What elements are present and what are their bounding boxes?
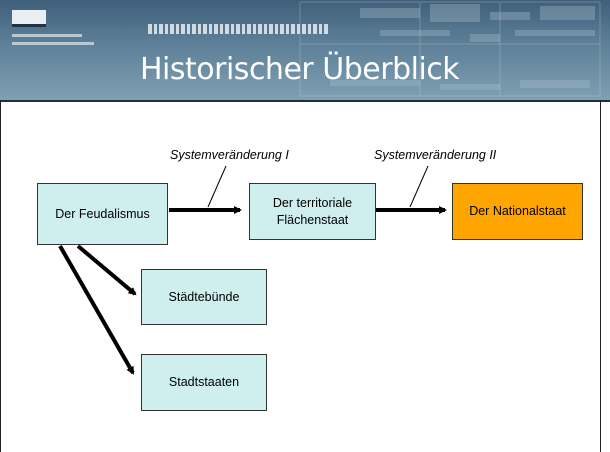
node-feudalismus: Der Feudalismus: [37, 183, 168, 245]
node-flaechenstaat: Der territoriale Flächenstaat: [249, 183, 376, 240]
slide-title: Historischer Überblick: [140, 52, 460, 87]
label-systemveraenderung-1: Systemveränderung I: [170, 148, 289, 162]
arrow-feudalismus-to-staedtebuende: [76, 244, 137, 296]
logo-mark: [12, 10, 46, 27]
logo: [10, 6, 118, 76]
slide-header: Historischer Überblick: [0, 0, 610, 100]
node-staedtebuende: Städtebünde: [141, 269, 267, 325]
node-stadtstaaten: Stadtstaaten: [141, 354, 267, 411]
label-systemveraenderung-2: Systemveränderung II: [374, 148, 497, 162]
label-leader-change1: [207, 165, 227, 208]
header-divider: [0, 100, 610, 102]
logo-line: [12, 34, 82, 37]
logo-line: [12, 42, 94, 45]
arrow-feudalismus-to-stadtstaaten: [58, 245, 135, 375]
left-border: [0, 100, 1, 452]
label-leader-change2: [409, 165, 429, 208]
header-subtitle-strip: [148, 24, 328, 34]
header-background-pattern: [299, 1, 601, 97]
logo-text-lines: [12, 34, 112, 50]
node-nationalstaat: Der Nationalstaat: [452, 183, 583, 240]
right-border: [600, 100, 601, 452]
